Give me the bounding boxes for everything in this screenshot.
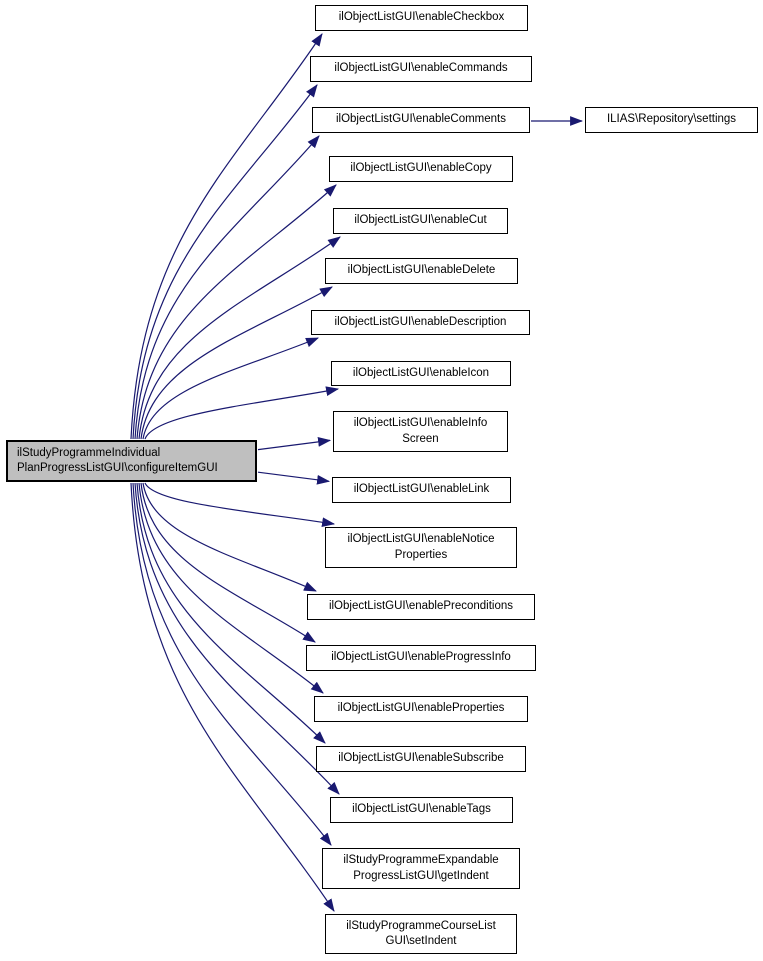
node-enableSubscribe[interactable]: ilObjectListGUI\enableSubscribe: [316, 746, 526, 772]
node-enableProgressInfo[interactable]: ilObjectListGUI\enableProgressInfo: [306, 645, 536, 671]
node-enableComments[interactable]: ilObjectListGUI\enableComments: [312, 107, 530, 133]
edge-focus-to-enableIcon: [144, 386, 340, 440]
node-enableCut[interactable]: ilObjectListGUI\enableCut: [333, 208, 508, 234]
node-enableTags[interactable]: ilObjectListGUI\enableTags: [330, 797, 513, 823]
node-enableCopy[interactable]: ilObjectListGUI\enableCopy: [329, 156, 513, 182]
edge-focus-to-enableCommands: [132, 84, 318, 440]
node-settings[interactable]: ILIAS\Repository\settings: [585, 107, 758, 133]
edge-focus-to-enableCopy: [136, 184, 337, 440]
node-enableInfoScreen[interactable]: ilObjectListGUI\enableInfo Screen: [333, 411, 508, 452]
edge-focus-to-enableInfoScreen: [257, 437, 332, 451]
node-setIndent[interactable]: ilStudyProgrammeCourseList GUI\setIndent: [325, 914, 517, 954]
edge-focus-to-enableProgressInfo: [140, 482, 316, 643]
edge-focus-to-enableSubscribe: [136, 482, 326, 744]
edge-focus-to-enableTags: [134, 482, 340, 795]
node-enableCommands[interactable]: ilObjectListGUI\enableCommands: [310, 56, 532, 82]
node-enableCheckbox[interactable]: ilObjectListGUI\enableCheckbox: [315, 5, 528, 31]
node-configureItemGUI: ilStudyProgrammeIndividual PlanProgressL…: [6, 440, 257, 482]
node-enablePreconditions[interactable]: ilObjectListGUI\enablePreconditions: [307, 594, 535, 620]
edge-focus-to-enableNoticeProperties: [144, 482, 336, 528]
node-getIndent[interactable]: ilStudyProgrammeExpandable ProgressListG…: [322, 848, 520, 889]
edge-focus-to-setIndent: [130, 482, 335, 912]
edge-focus-to-enableComments: [134, 135, 320, 440]
node-enableNoticeProperties[interactable]: ilObjectListGUI\enableNotice Properties: [325, 527, 517, 568]
edge-focus-to-enableProperties: [138, 482, 324, 694]
edge-focus-to-enablePreconditions: [142, 482, 317, 592]
edge-focus-to-enableDelete: [140, 286, 333, 440]
node-enableDescription[interactable]: ilObjectListGUI\enableDescription: [311, 310, 530, 335]
node-enableLink[interactable]: ilObjectListGUI\enableLink: [332, 477, 511, 503]
edge-focus-to-getIndent: [132, 482, 332, 846]
node-enableIcon[interactable]: ilObjectListGUI\enableIcon: [331, 361, 511, 386]
edge-focus-to-enableCut: [138, 236, 341, 440]
edge-focus-to-enableCheckbox: [130, 33, 323, 440]
edge-focus-to-enableDescription: [142, 337, 320, 440]
edge-focus-to-enableLink: [257, 471, 331, 485]
node-enableDelete[interactable]: ilObjectListGUI\enableDelete: [325, 258, 518, 284]
node-enableProperties[interactable]: ilObjectListGUI\enableProperties: [314, 696, 528, 722]
